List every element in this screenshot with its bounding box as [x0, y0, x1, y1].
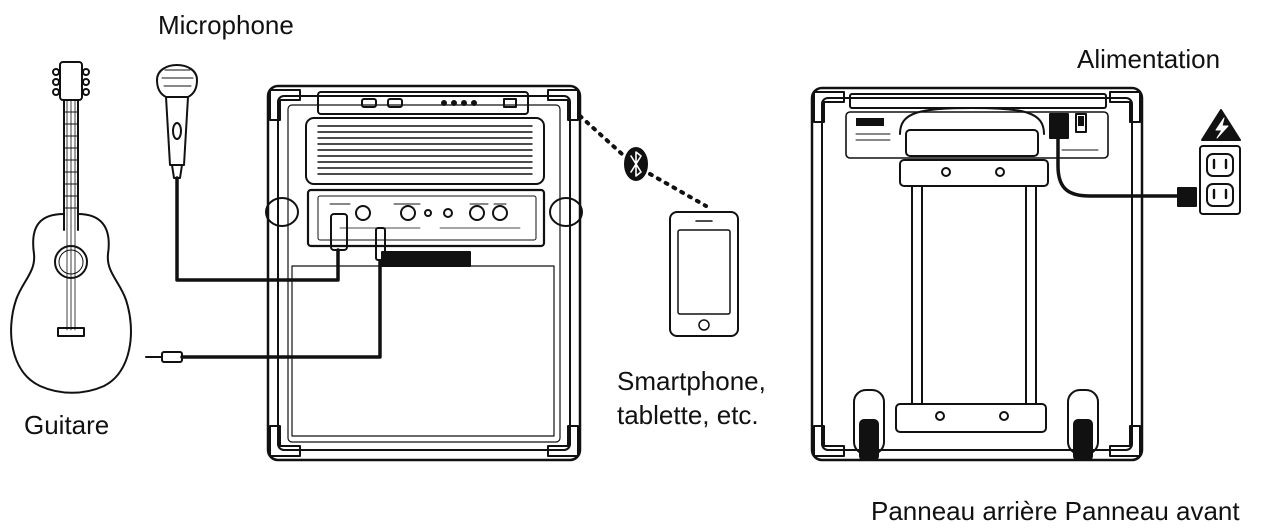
smartphone-illustration: [669, 211, 739, 337]
panels-label: Panneau arrière Panneau avant: [871, 496, 1240, 526]
guitar-label: Guitare: [24, 410, 110, 440]
bluetooth-link: [578, 114, 708, 208]
smartphone-label-line2: tablette, etc.: [617, 400, 759, 430]
speaker-rear-panel: [810, 86, 1144, 462]
high-voltage-warning-icon: [1201, 109, 1241, 141]
smartphone-label-line1: Smartphone,: [617, 366, 766, 396]
speaker-front-panel: [265, 84, 583, 462]
power-label: Alimentation: [1077, 44, 1221, 74]
microphone-cable: [175, 176, 348, 282]
power-cable: [1056, 136, 1197, 207]
microphone-label: Microphone: [158, 10, 294, 40]
guitar-illustration: [10, 61, 132, 394]
microphone-illustration: [156, 64, 198, 179]
wall-outlet: [1199, 145, 1241, 215]
guitar-cable: [145, 227, 386, 363]
bluetooth-icon: [624, 147, 648, 181]
